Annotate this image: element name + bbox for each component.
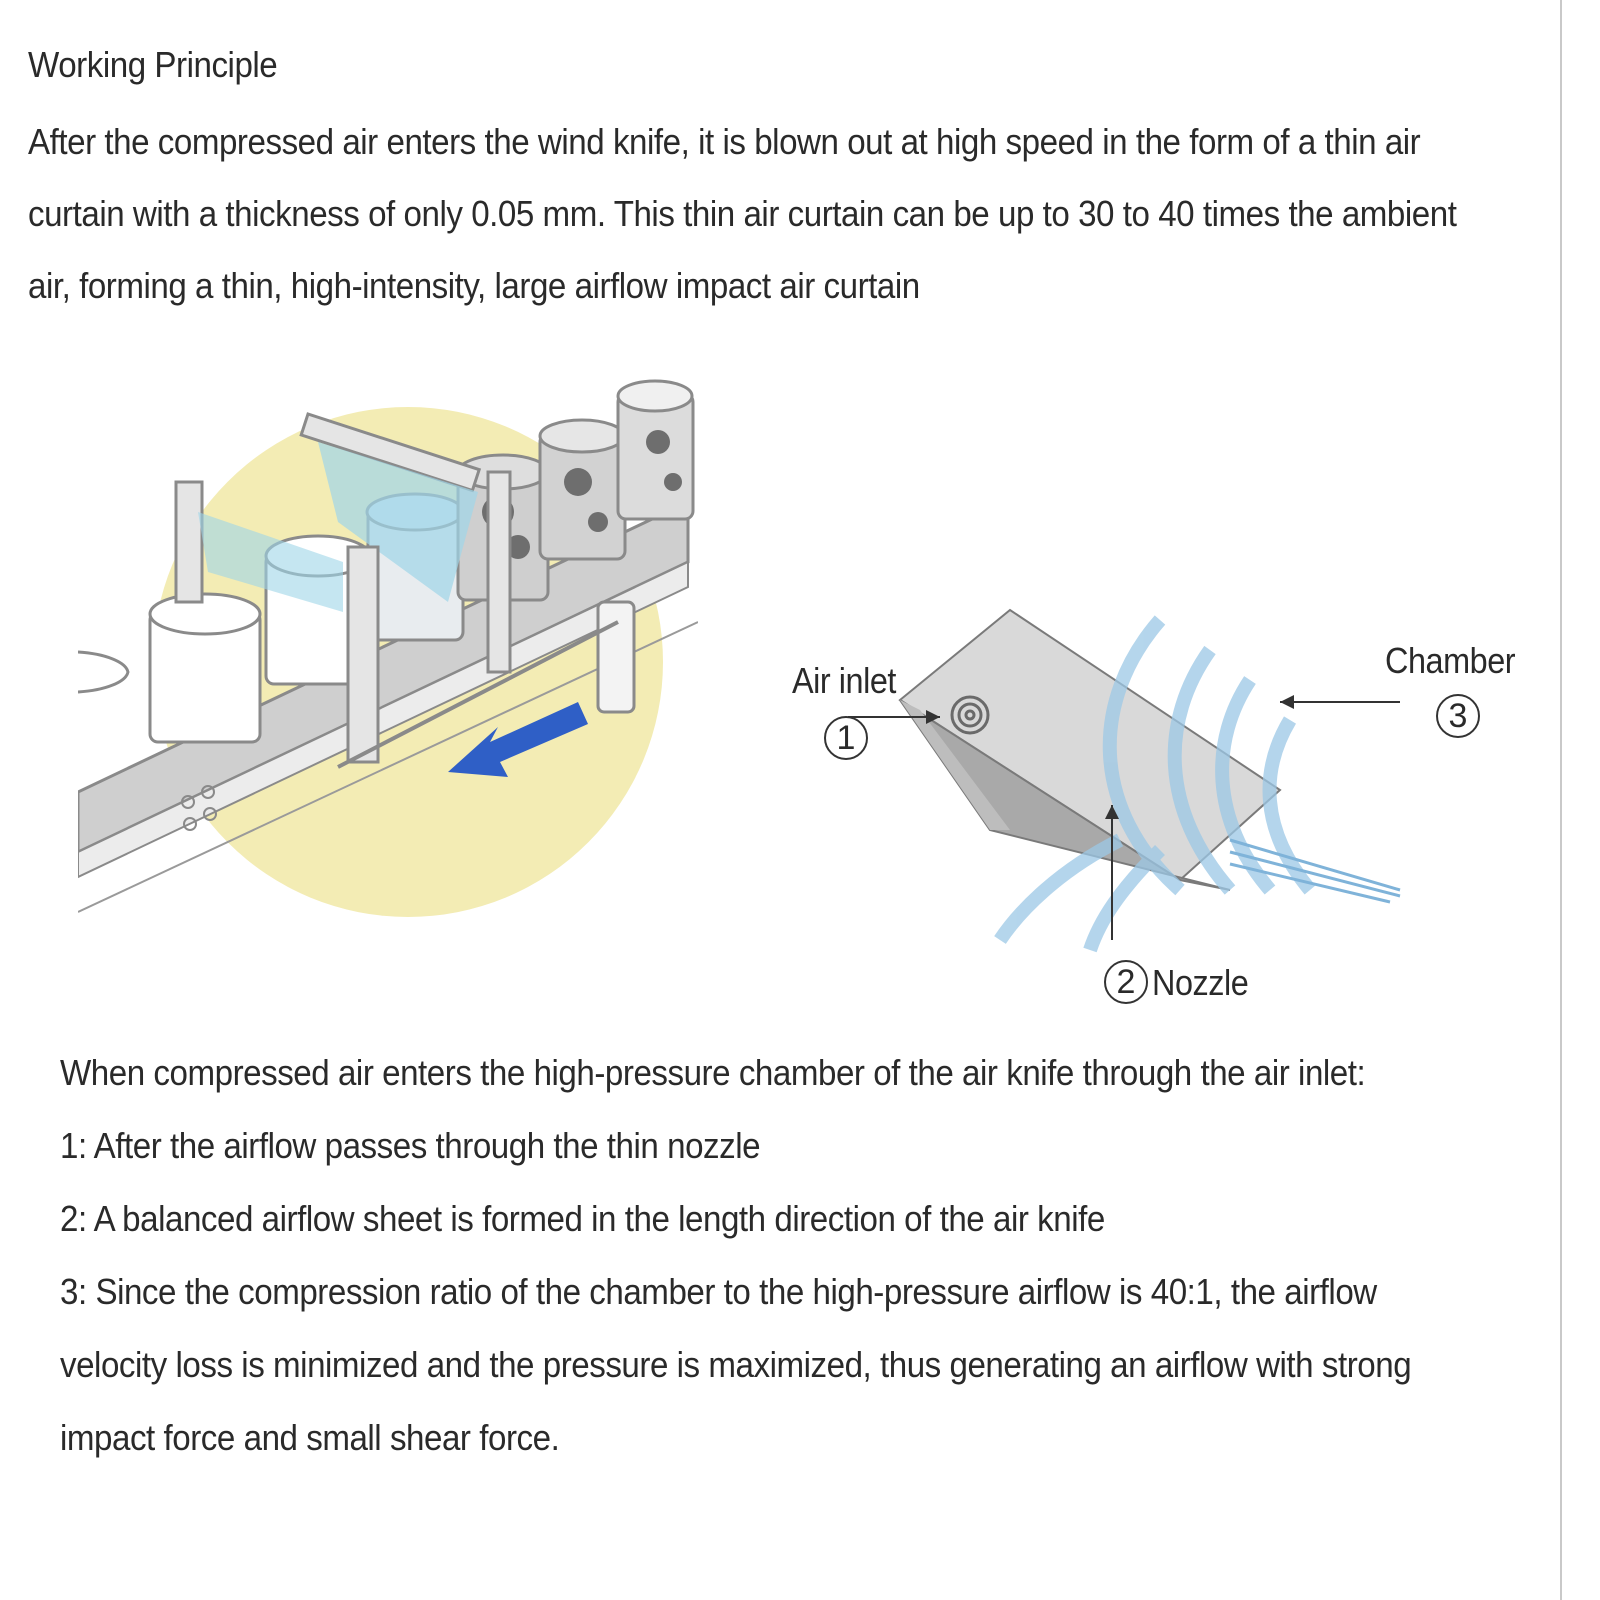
airflow-side <box>198 512 343 612</box>
conveyor-illustration <box>78 379 698 917</box>
knife-body-end <box>900 700 1010 830</box>
description-lead: When compressed air enters the high-pres… <box>60 1052 1366 1093</box>
callout-chamber-number: 3 <box>1436 694 1480 738</box>
air-knife-vertical <box>346 545 380 764</box>
air-knife-diagram <box>848 608 1401 953</box>
direction-arrow <box>448 702 588 777</box>
support-post-left <box>174 480 204 604</box>
page-right-border <box>1560 0 1562 1600</box>
description-step-1: 1: After the airflow passes through the … <box>60 1125 761 1166</box>
description-block: When compressed air enters the high-pres… <box>60 1036 1440 1474</box>
description-step-2: 2: A balanced airflow sheet is formed in… <box>60 1198 1105 1239</box>
section-heading: Working Principle <box>28 44 278 85</box>
callout-nozzle-label: Nozzle <box>1152 962 1249 1003</box>
support-post-right <box>486 470 512 674</box>
airflow-top <box>318 442 478 602</box>
callout-air-inlet-number: 1 <box>824 716 868 760</box>
conveyor-side <box>78 560 689 879</box>
inlet-port <box>950 695 990 735</box>
filter-unit <box>596 600 636 714</box>
callout-air-inlet-label: Air inlet <box>792 660 896 701</box>
conveyor-holes <box>181 785 217 831</box>
airflow-sheet <box>1229 838 1401 904</box>
air-knife-top <box>299 412 482 493</box>
callout-chamber-label: Chamber <box>1385 640 1516 681</box>
description-step-3: 3: Since the compression ratio of the ch… <box>60 1271 1412 1458</box>
callout-nozzle-number: 2 <box>1104 960 1148 1004</box>
intro-paragraph: After the compressed air enters the wind… <box>28 121 1457 306</box>
